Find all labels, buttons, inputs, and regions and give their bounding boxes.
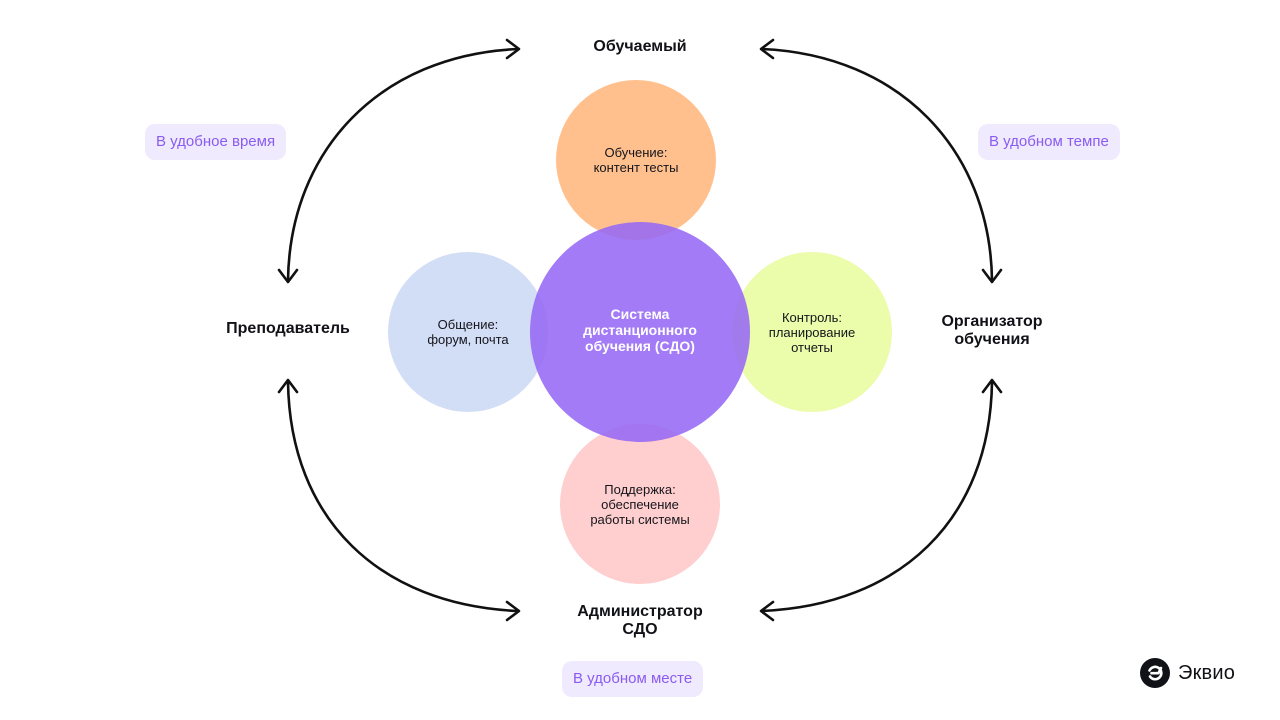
function-learning-circle: Обучение: контент тесты	[556, 80, 716, 240]
arrowhead-icon	[759, 600, 775, 622]
badge-convenient-pace: В удобном темпе	[978, 124, 1120, 160]
arrowhead-icon	[981, 378, 1003, 394]
function-control-circle: Контроль: планирование отчеты	[732, 252, 892, 412]
arrowhead-icon	[759, 38, 775, 60]
brand-name: Эквио	[1178, 661, 1236, 684]
function-communication-circle: Общение: форум, почта	[388, 252, 548, 412]
function-support-circle: Поддержка: обеспечение работы системы	[560, 424, 720, 584]
badge-convenient-time: В удобное время	[145, 124, 287, 160]
ekvio-logo-icon	[1140, 658, 1170, 688]
arrowhead-icon	[505, 600, 521, 622]
function-learning-label: Обучение: контент тесты	[593, 145, 679, 175]
role-learner: Обучаемый	[593, 38, 687, 55]
role-admin: Администратор СДО	[577, 603, 703, 638]
arrow-teacher-learner	[286, 47, 520, 282]
arrowhead-icon	[277, 378, 299, 394]
arrowhead-icon	[505, 38, 521, 60]
role-teacher: Преподаватель	[226, 320, 350, 337]
arrow-organizer-admin	[760, 380, 994, 613]
lms-center-circle: Система дистанционного обучения (СДО)	[530, 222, 750, 442]
function-support-label: Поддержка: обеспечение работы системы	[590, 481, 690, 527]
arrow-teacher-admin	[286, 380, 520, 613]
lms-center-label: Система дистанционного обучения (СДО)	[583, 306, 697, 354]
arrowhead-icon	[981, 268, 1003, 284]
function-communication-label: Общение: форум, почта	[427, 317, 509, 347]
function-control-label: Контроль: планирование отчеты	[768, 309, 856, 355]
role-organizer: Организатор обучения	[941, 313, 1043, 348]
arrowhead-icon	[277, 268, 299, 284]
arrow-learner-organizer	[760, 47, 994, 282]
badge-convenient-place: В удобном месте	[562, 661, 704, 697]
brand-logo: Эквио	[1140, 658, 1235, 688]
